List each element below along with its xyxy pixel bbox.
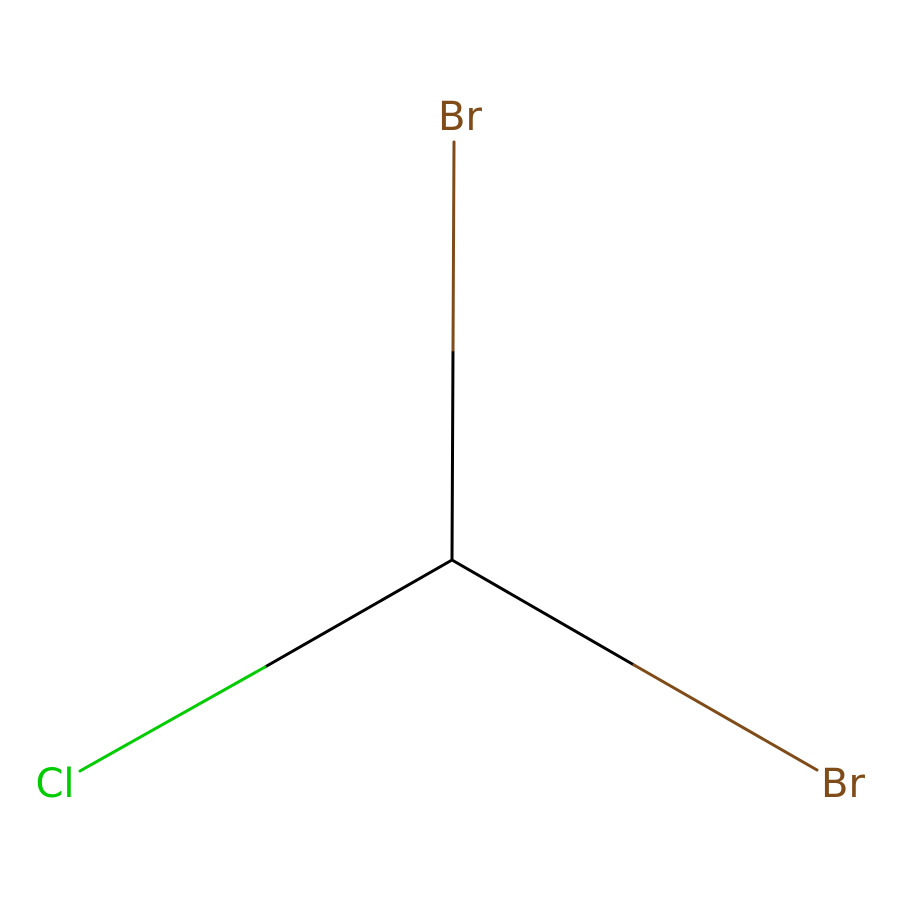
- bond-c-br-top: [450, 140, 456, 562]
- atom-label-cl: Cl: [35, 761, 74, 807]
- bond-c-cl: [78, 558, 454, 773]
- atom-label-br-top: Br: [438, 94, 482, 140]
- atom-label-br-right: Br: [821, 761, 865, 807]
- bond-c-br-right: [450, 558, 819, 772]
